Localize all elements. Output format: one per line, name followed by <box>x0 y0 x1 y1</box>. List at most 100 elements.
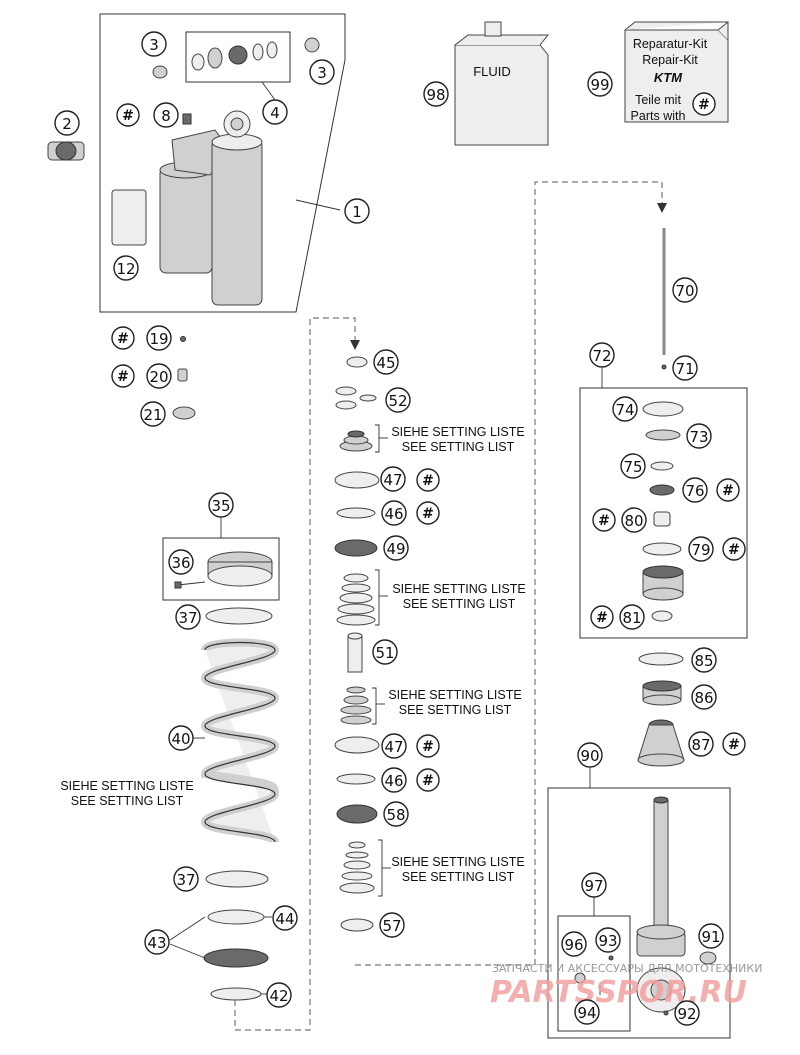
svg-text:2: 2 <box>62 115 72 133</box>
callout-c46a: 46 <box>381 500 407 526</box>
svg-text:#: # <box>422 773 434 789</box>
collar-nut <box>174 551 273 589</box>
svg-text:51: 51 <box>375 644 394 662</box>
svg-text:85: 85 <box>694 652 713 670</box>
hash-marker-3: # <box>416 468 440 492</box>
valve-box-72 <box>579 387 748 639</box>
svg-text:SIEHE SETTING LISTE: SIEHE SETTING LISTE <box>391 425 524 439</box>
hash-marker-5: # <box>416 734 440 758</box>
svg-text:96: 96 <box>564 936 583 954</box>
callout-c87: 87 <box>688 731 714 757</box>
svg-text:37: 37 <box>178 609 197 627</box>
callout-c19: 19 <box>146 325 172 351</box>
part-46-top <box>336 507 376 519</box>
main-spring <box>200 638 280 845</box>
callout-c79: 79 <box>688 536 714 562</box>
svg-text:#: # <box>728 737 740 753</box>
svg-text:79: 79 <box>691 541 710 559</box>
callout-c76: 76 <box>682 477 708 503</box>
svg-text:52: 52 <box>388 392 407 410</box>
part-43-plate <box>203 948 269 968</box>
part-75 <box>650 461 674 471</box>
svg-text:SIEHE SETTING LISTE: SIEHE SETTING LISTE <box>392 582 525 596</box>
svg-text:87: 87 <box>691 736 710 754</box>
setting-label-2: SIEHE SETTING LISTE SEE SETTING LIST <box>392 582 525 611</box>
svg-text:4: 4 <box>270 104 280 122</box>
svg-text:49: 49 <box>386 540 405 558</box>
callout-c91: 91 <box>698 923 724 949</box>
dashed-path-right <box>355 181 663 966</box>
svg-text:80: 80 <box>624 512 643 530</box>
ktm-logo: KTM <box>654 70 683 85</box>
seal-kit-box <box>185 31 291 83</box>
svg-text:SEE SETTING LIST: SEE SETTING LIST <box>399 703 512 717</box>
svg-text:#: # <box>598 513 610 529</box>
svg-text:99: 99 <box>590 76 609 94</box>
spring-seat-bottom <box>205 870 269 888</box>
kit-line-1: Reparatur-Kit <box>633 37 708 51</box>
callout-c72: 72 <box>589 342 615 368</box>
callout-c81: 81 <box>619 604 645 630</box>
part-58-piston <box>336 804 378 824</box>
callout-c73: 73 <box>686 423 712 449</box>
part-20-screw <box>177 368 188 382</box>
svg-text:92: 92 <box>677 1005 696 1023</box>
svg-text:44: 44 <box>275 910 294 928</box>
part-44-ring <box>207 909 265 925</box>
svg-text:42: 42 <box>269 987 288 1005</box>
svg-text:#: # <box>596 610 608 626</box>
svg-text:43: 43 <box>147 934 166 952</box>
callout-c99: 99 <box>587 71 613 97</box>
hash-marker-6: # <box>416 768 440 792</box>
kit-line-3: Teile mit <box>635 93 681 107</box>
callout-c47a: 47 <box>380 466 406 492</box>
callout-c8: 8 <box>153 102 179 128</box>
svg-text:36: 36 <box>171 554 190 572</box>
part-81 <box>651 610 673 622</box>
hash-marker-9: # <box>722 537 746 561</box>
callout-c70: 70 <box>672 277 698 303</box>
part-52-shims <box>335 386 377 410</box>
part-42-clip <box>210 987 262 1001</box>
svg-text:20: 20 <box>149 368 168 386</box>
svg-text:12: 12 <box>116 260 135 278</box>
svg-text:98: 98 <box>426 86 445 104</box>
svg-text:73: 73 <box>689 428 708 446</box>
callout-c3a: 3 <box>141 31 167 57</box>
svg-text:#: # <box>698 97 710 113</box>
callout-c57: 57 <box>379 912 405 938</box>
part-76 <box>649 484 675 496</box>
svg-text:93: 93 <box>598 932 617 950</box>
callout-c90: 90 <box>577 742 603 768</box>
callout-c46b: 46 <box>381 767 407 793</box>
callout-c96: 96 <box>561 931 587 957</box>
callout-c92: 92 <box>674 1000 700 1026</box>
svg-text:45: 45 <box>376 354 395 372</box>
callout-c4: 4 <box>262 99 288 125</box>
seal-rings <box>191 41 278 71</box>
callout-c49: 49 <box>383 535 409 561</box>
part-79 <box>642 542 682 556</box>
spring-seat-top <box>205 607 273 625</box>
shim-stack-1 <box>339 430 373 452</box>
callout-c40: 40 <box>168 725 194 751</box>
shock-assembly-box <box>99 13 346 313</box>
hash-marker-2: # <box>111 364 135 388</box>
part-71 <box>661 364 667 370</box>
callout-c47b: 47 <box>381 733 407 759</box>
setting-label-3: SIEHE SETTING LISTE SEE SETTING LIST <box>388 688 521 717</box>
part-73 <box>645 429 681 441</box>
svg-text:47: 47 <box>383 471 402 489</box>
callout-c86: 86 <box>691 684 717 710</box>
svg-text:21: 21 <box>143 406 162 424</box>
part-46-bottom <box>336 773 376 785</box>
hash-marker-10: # <box>590 605 614 629</box>
hash-marker-1: # <box>111 326 135 350</box>
svg-text:35: 35 <box>211 497 230 515</box>
piston-rod-box <box>547 787 731 1039</box>
svg-text:#: # <box>117 331 129 347</box>
part-21-ring <box>172 406 196 420</box>
piston-rod <box>636 796 686 1013</box>
callout-c71: 71 <box>672 355 698 381</box>
hash-marker-4: # <box>416 501 440 525</box>
